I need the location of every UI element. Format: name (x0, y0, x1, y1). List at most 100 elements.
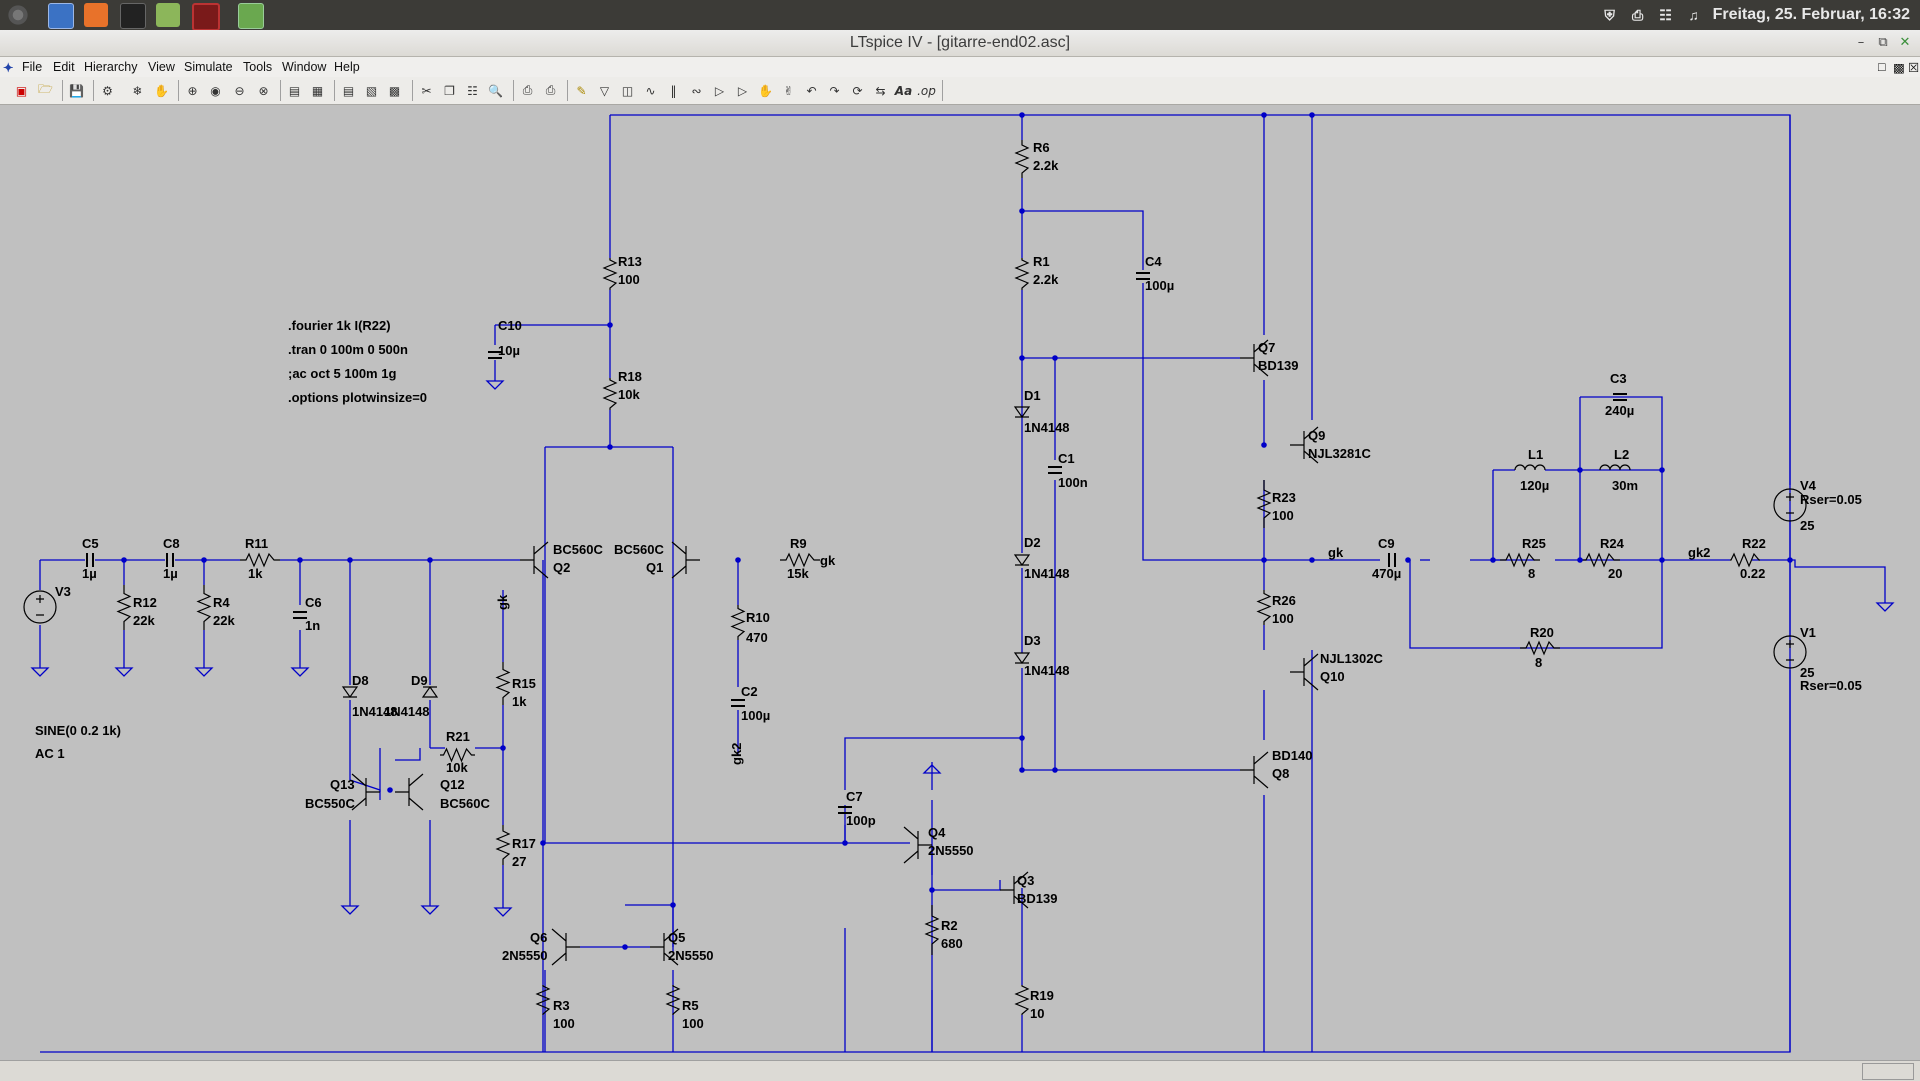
resistor[interactable] (440, 747, 475, 763)
shield-icon[interactable]: ⛨ (1604, 6, 1615, 23)
junction-dot[interactable] (1019, 208, 1025, 214)
resistor-icon[interactable]: ∿ (645, 83, 656, 98)
printer-icon[interactable]: ⎙ (1631, 6, 1644, 23)
junction-dot[interactable] (1019, 767, 1025, 773)
window-title-bar[interactable]: LTspice IV - [gitarre-end02.asc] – ⧉ ✕ (0, 30, 1920, 57)
tile-vertical-icon[interactable]: ▧ (365, 83, 378, 98)
junction-dot[interactable] (1577, 467, 1583, 473)
capacitor[interactable] (838, 806, 852, 814)
junction-dot[interactable] (1309, 112, 1315, 118)
voltage-source[interactable] (23, 590, 57, 624)
capacitor[interactable] (1613, 393, 1627, 401)
junction-dot[interactable] (1019, 355, 1025, 361)
capacitor[interactable] (86, 553, 94, 567)
tile-horizontal-icon[interactable]: ▤ (342, 83, 355, 98)
volume-icon[interactable]: ♫ (1688, 7, 1699, 23)
menu-tools[interactable]: Tools (243, 60, 273, 74)
junction-dot[interactable] (347, 557, 353, 563)
delete-traces-icon[interactable]: ▦ (311, 83, 324, 98)
app-window-icon[interactable] (238, 3, 264, 29)
restore-icon[interactable]: ⧉ (1878, 35, 1888, 50)
text-tool-icon[interactable]: Aa (894, 83, 913, 98)
inductor[interactable] (1514, 464, 1546, 471)
ground-symbol[interactable] (114, 660, 134, 677)
undo-icon[interactable]: ↶ (806, 83, 817, 98)
wire[interactable] (1752, 559, 1886, 595)
terminal-icon[interactable] (120, 3, 146, 29)
resistor[interactable] (602, 378, 618, 410)
wire[interactable] (625, 904, 674, 947)
resistor[interactable] (1256, 590, 1272, 625)
zoom-fit-icon[interactable]: ⊗ (258, 83, 269, 98)
voltage-source-polarity[interactable] (1786, 640, 1794, 661)
save-icon[interactable]: 💾 (69, 83, 84, 98)
transistor[interactable] (903, 826, 932, 864)
capacitor[interactable] (488, 351, 502, 359)
app-logo-icon[interactable]: ✦ (3, 61, 14, 75)
capacitor[interactable] (293, 611, 307, 619)
resistor[interactable] (495, 662, 511, 705)
wire[interactable] (40, 114, 1791, 1053)
junction-dot[interactable] (201, 557, 207, 563)
close-icon[interactable]: ✕ (1899, 35, 1911, 50)
zoom-in-icon[interactable]: ⊕ (187, 83, 198, 98)
wire[interactable] (844, 737, 1022, 790)
junction-dot[interactable] (387, 787, 393, 793)
voltage-source[interactable] (1773, 488, 1807, 522)
diode[interactable] (1013, 406, 1031, 419)
mdi-restore-icon[interactable]: ▩ (1893, 61, 1905, 75)
resistor[interactable] (665, 985, 681, 1015)
resistor[interactable] (1730, 552, 1760, 568)
junction-dot[interactable] (842, 840, 848, 846)
spice-directive-icon[interactable]: .op (917, 83, 936, 98)
junction-dot[interactable] (607, 322, 613, 328)
diode-icon[interactable]: ▷ (714, 83, 725, 98)
print-setup-icon[interactable]: ⎙ (545, 83, 556, 97)
mail-icon[interactable] (48, 3, 74, 29)
junction-dot[interactable] (607, 444, 613, 450)
junction-dot[interactable] (622, 944, 628, 950)
print-icon[interactable]: ⎙ (522, 83, 533, 97)
junction-dot[interactable] (1052, 355, 1058, 361)
autorange-icon[interactable]: ▤ (288, 83, 301, 98)
files-folder-icon[interactable] (156, 3, 180, 27)
cascade-icon[interactable]: ▩ (388, 83, 401, 98)
diode[interactable] (341, 686, 359, 699)
ground-symbol[interactable] (420, 898, 440, 915)
firefox-icon[interactable] (84, 3, 108, 27)
voltage-source[interactable] (1773, 635, 1807, 669)
junction-dot[interactable] (1577, 557, 1583, 563)
resistor[interactable] (1580, 552, 1620, 568)
mdi-close-icon[interactable]: ☒ (1908, 61, 1920, 75)
component-icon[interactable]: ▷ (737, 83, 748, 98)
transistor[interactable] (1290, 653, 1319, 691)
junction-dot[interactable] (1019, 112, 1025, 118)
network-icon[interactable]: ☷ (1659, 6, 1672, 23)
wire[interactable] (1545, 469, 1663, 560)
transistor[interactable] (1000, 871, 1029, 909)
zoom-out-icon[interactable]: ⊖ (234, 83, 245, 98)
diode[interactable] (1013, 652, 1031, 665)
voltage-source-polarity[interactable] (36, 595, 44, 616)
junction-dot[interactable] (1659, 467, 1665, 473)
ground-symbol[interactable] (30, 660, 50, 677)
transistor[interactable] (551, 928, 580, 966)
menu-edit[interactable]: Edit (53, 60, 75, 74)
menu-window[interactable]: Window (282, 60, 327, 74)
junction-dot[interactable] (297, 557, 303, 563)
label-net-icon[interactable]: ◫ (621, 83, 634, 98)
wire[interactable] (932, 880, 1001, 891)
transistor[interactable] (1290, 426, 1319, 464)
junction-dot[interactable] (1787, 557, 1793, 563)
drag-hand-icon[interactable]: ✌ (783, 83, 794, 98)
resistor[interactable] (780, 552, 820, 568)
resistor[interactable] (924, 905, 940, 955)
wire[interactable] (1580, 396, 1663, 470)
draw-wire-icon[interactable]: ✎ (576, 83, 587, 98)
junction-dot[interactable] (735, 557, 741, 563)
junction-dot[interactable] (1052, 767, 1058, 773)
transistor[interactable] (1240, 339, 1269, 377)
cut-icon[interactable]: ✂ (421, 83, 432, 98)
resistor[interactable] (1500, 552, 1540, 568)
inductor-icon[interactable]: ∾ (691, 83, 702, 98)
